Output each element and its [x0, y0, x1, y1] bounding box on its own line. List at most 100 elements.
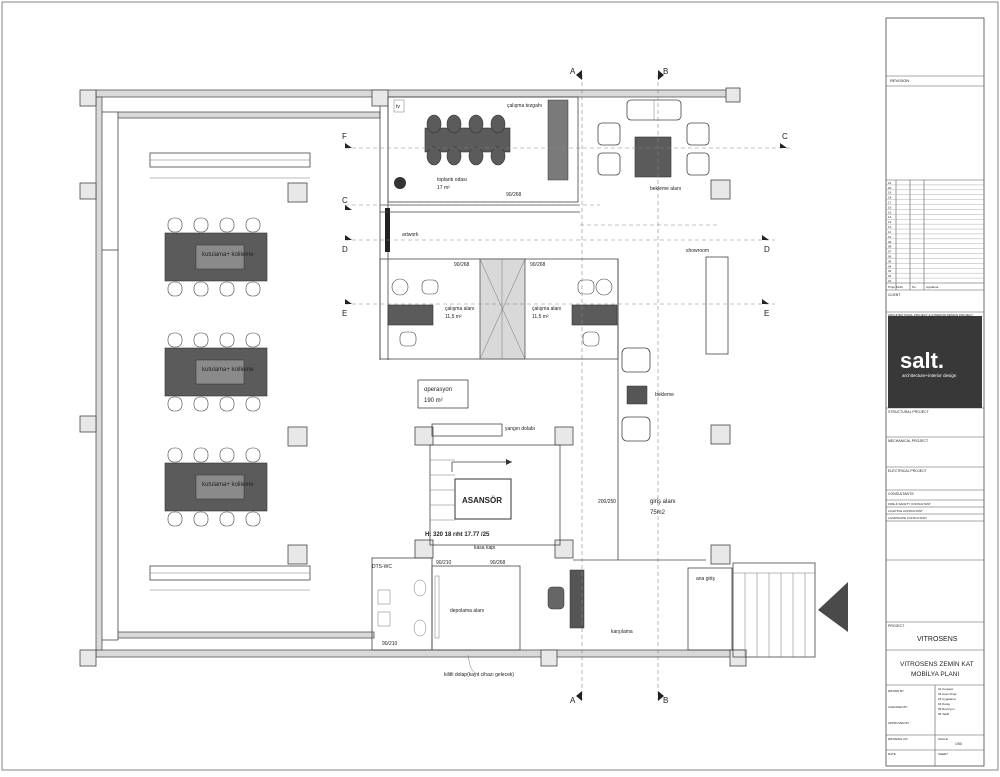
- revision-row-number: 02: [888, 274, 892, 278]
- section-d-right: D: [764, 245, 770, 254]
- entrance-stairs: [732, 562, 848, 658]
- work-right-door-dim: 90/268: [530, 262, 546, 268]
- br-row-1: 01 Konsept: [938, 687, 953, 691]
- meeting-room-label: toplantı odası: [437, 177, 467, 183]
- operation-box: [417, 379, 469, 409]
- showroom-display: [705, 256, 729, 355]
- packing-table-1: [164, 217, 268, 297]
- revision-row-number: 21: [888, 181, 892, 185]
- operation-area: 190 m²: [424, 398, 443, 404]
- lock-note: kilitli dolap(kayıt cihazı gelecek): [444, 672, 514, 678]
- revision-rows: 2120191817161514131211100908070605040302…: [886, 181, 984, 284]
- reception-chair: [547, 586, 565, 610]
- elevator-label: ASANSÖR: [462, 496, 502, 505]
- revision-row-number: 08: [888, 245, 892, 249]
- meeting-bench-label: çalışma tezgahı: [507, 103, 542, 109]
- revision-row-number: 14: [888, 215, 892, 219]
- logo-sub: architecture+interior design: [902, 373, 957, 378]
- columns: [79, 87, 747, 667]
- work-area-right-size: 11,5 m²: [532, 314, 549, 320]
- waiting-area-top-label: bekleme alanı: [650, 186, 681, 192]
- opening-dim: 200/250: [598, 499, 616, 505]
- main-entrance-label: ana giriş: [696, 576, 715, 582]
- revision-header: REVISION: [890, 78, 909, 83]
- consultant-row-1: FIRE & SAFETY CONSULTANT: [888, 502, 931, 506]
- waiting-label: bekleme: [655, 392, 674, 398]
- bottom-wall: [95, 649, 747, 658]
- showroom-label: showroom: [686, 248, 709, 254]
- lounge-top: [597, 99, 710, 178]
- drawing-no-label: DRAWING NO: [888, 737, 908, 741]
- fire-hose-label: yangın dolabı: [505, 426, 535, 432]
- work-area-right-label: çalışma alanı: [532, 306, 561, 312]
- revision-row-number: 17: [888, 201, 892, 205]
- revision-row-number: 07: [888, 250, 892, 254]
- artwork-panel: [385, 208, 390, 252]
- work-bench-counter: [547, 99, 569, 181]
- revision-row-number: 12: [888, 225, 892, 229]
- bl-row-2: CHECKED BY: [888, 705, 908, 709]
- revision-row-number: 10: [888, 235, 892, 239]
- entrance-area-label: giriş alanı: [650, 499, 676, 505]
- revision-row-number: 03: [888, 269, 892, 273]
- section-b-bottom: B: [663, 696, 668, 705]
- revision-row-number: 15: [888, 210, 892, 214]
- tv-label: tv: [396, 104, 400, 110]
- revision-row-number: 01: [888, 279, 892, 283]
- storage-label: depolama alanı: [450, 608, 484, 614]
- drawing-title-2: MOBİLYA PLANI: [911, 669, 959, 678]
- scale-label: SCALE: [938, 737, 948, 741]
- rev-col-3: Açıklama: [926, 285, 939, 289]
- section-b-top: B: [663, 67, 668, 76]
- revision-row-number: 20: [888, 186, 892, 190]
- sheet-label: SHEET: [938, 752, 948, 756]
- revision-row-number: 11: [888, 230, 891, 234]
- top-wall: [95, 89, 737, 98]
- packing-table-3: [164, 447, 268, 527]
- meeting-room-area: 17 m²: [437, 185, 450, 191]
- revision-row-number: 19: [888, 191, 892, 195]
- entrance-arrow-icon: [818, 582, 848, 632]
- revision-row-number: 06: [888, 254, 892, 258]
- meeting-room: [387, 96, 579, 203]
- revision-row-number: 09: [888, 240, 892, 244]
- project-header: PROJECT: [888, 624, 905, 628]
- drawing-title-1: VITROSENS ZEMİN KAT: [900, 659, 974, 668]
- floor-plan: kutulama+ kolileme kutulama+ kolileme ku…: [79, 70, 848, 701]
- br-row-3: 03 Uygulama: [938, 697, 956, 701]
- mechanical-header: MECHANICAL PROJECT: [888, 439, 929, 443]
- waiting-chairs: [621, 347, 651, 442]
- wc-top-door-dim: 90/210: [436, 560, 452, 566]
- salt-logo: [888, 316, 982, 408]
- packing-table-2: [164, 332, 268, 412]
- packing-label-3-line1: kutulama+ kolileme: [202, 482, 254, 488]
- br-row-4: 04 Detay: [938, 702, 951, 706]
- revision-row-number: 05: [888, 259, 892, 263]
- section-c-right: C: [782, 132, 788, 141]
- work-rooms: [379, 258, 619, 360]
- consultants-header: CONSULTANTS: [888, 492, 914, 496]
- section-a-top: A: [570, 67, 576, 76]
- project-name: VITROSENS: [917, 636, 958, 643]
- title-block: [885, 17, 985, 767]
- revision-row-number: 04: [888, 264, 892, 268]
- elevator-info: H: 320 18 rıht 17.77 /25: [425, 532, 490, 538]
- revision-row-number: 16: [888, 205, 892, 209]
- wc-bottom-door-dim: 90/210: [382, 641, 398, 647]
- rev-col-2: No: [912, 285, 916, 289]
- date-label: DATE: [888, 752, 896, 756]
- revision-row-number: 13: [888, 220, 892, 224]
- section-c-left: C: [342, 196, 348, 205]
- safe-door-label: kasa kapı: [474, 545, 495, 551]
- storage-right-door-dim: 90/268: [490, 560, 506, 566]
- plant-icon: [394, 177, 406, 189]
- reception-desk: [569, 569, 585, 629]
- packing-label-2-line1: kutulama+ kolileme: [202, 367, 254, 373]
- section-f-left: F: [342, 132, 347, 141]
- client-header: CLIENT: [888, 293, 901, 297]
- electrical-header: ELECTRICAL PROJECT: [888, 469, 928, 473]
- reception-label: karşılama: [611, 629, 633, 635]
- packing-label-1-line1: kutulama+ kolileme: [202, 252, 254, 258]
